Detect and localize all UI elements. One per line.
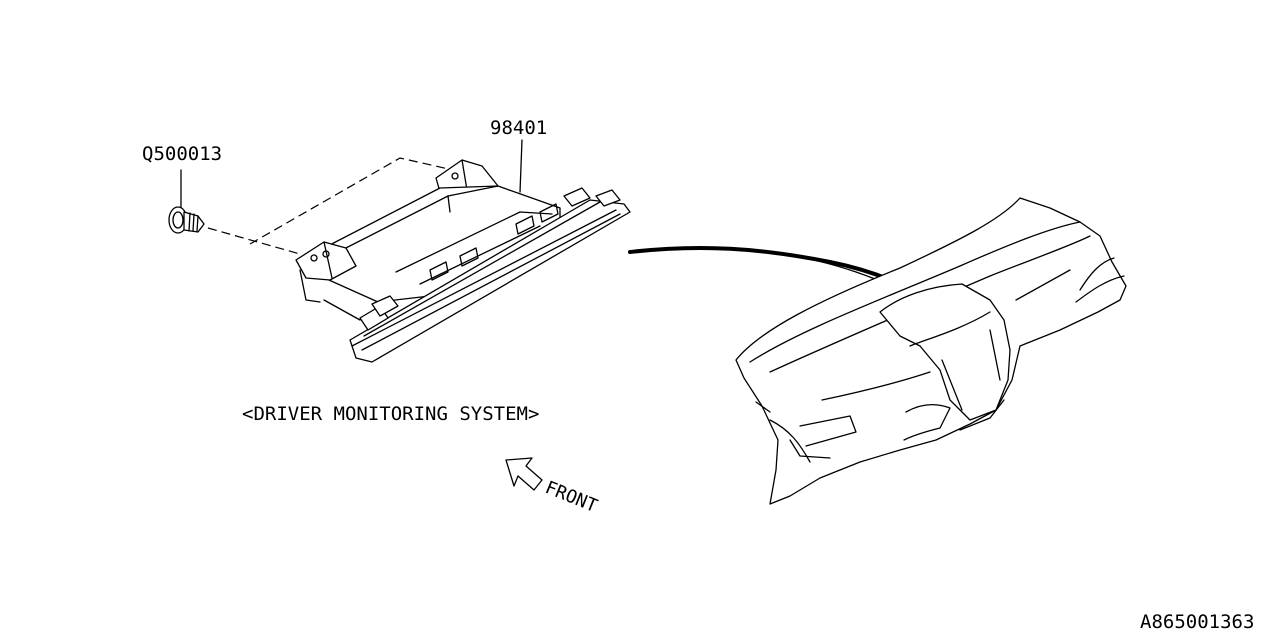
diagram-caption: <DRIVER MONITORING SYSTEM> — [242, 403, 539, 425]
instrument-panel — [735, 197, 1127, 505]
front-label: FRONT — [542, 477, 600, 517]
bolt-q500013[interactable] — [168, 169, 301, 255]
bolt-callout-label[interactable]: Q500013 — [142, 143, 222, 165]
module-callout-label[interactable]: 98401 — [490, 117, 547, 139]
driver-monitoring-module[interactable] — [249, 139, 631, 363]
figure-id: A865001363 — [1140, 611, 1254, 633]
front-direction-arrow — [505, 457, 543, 491]
